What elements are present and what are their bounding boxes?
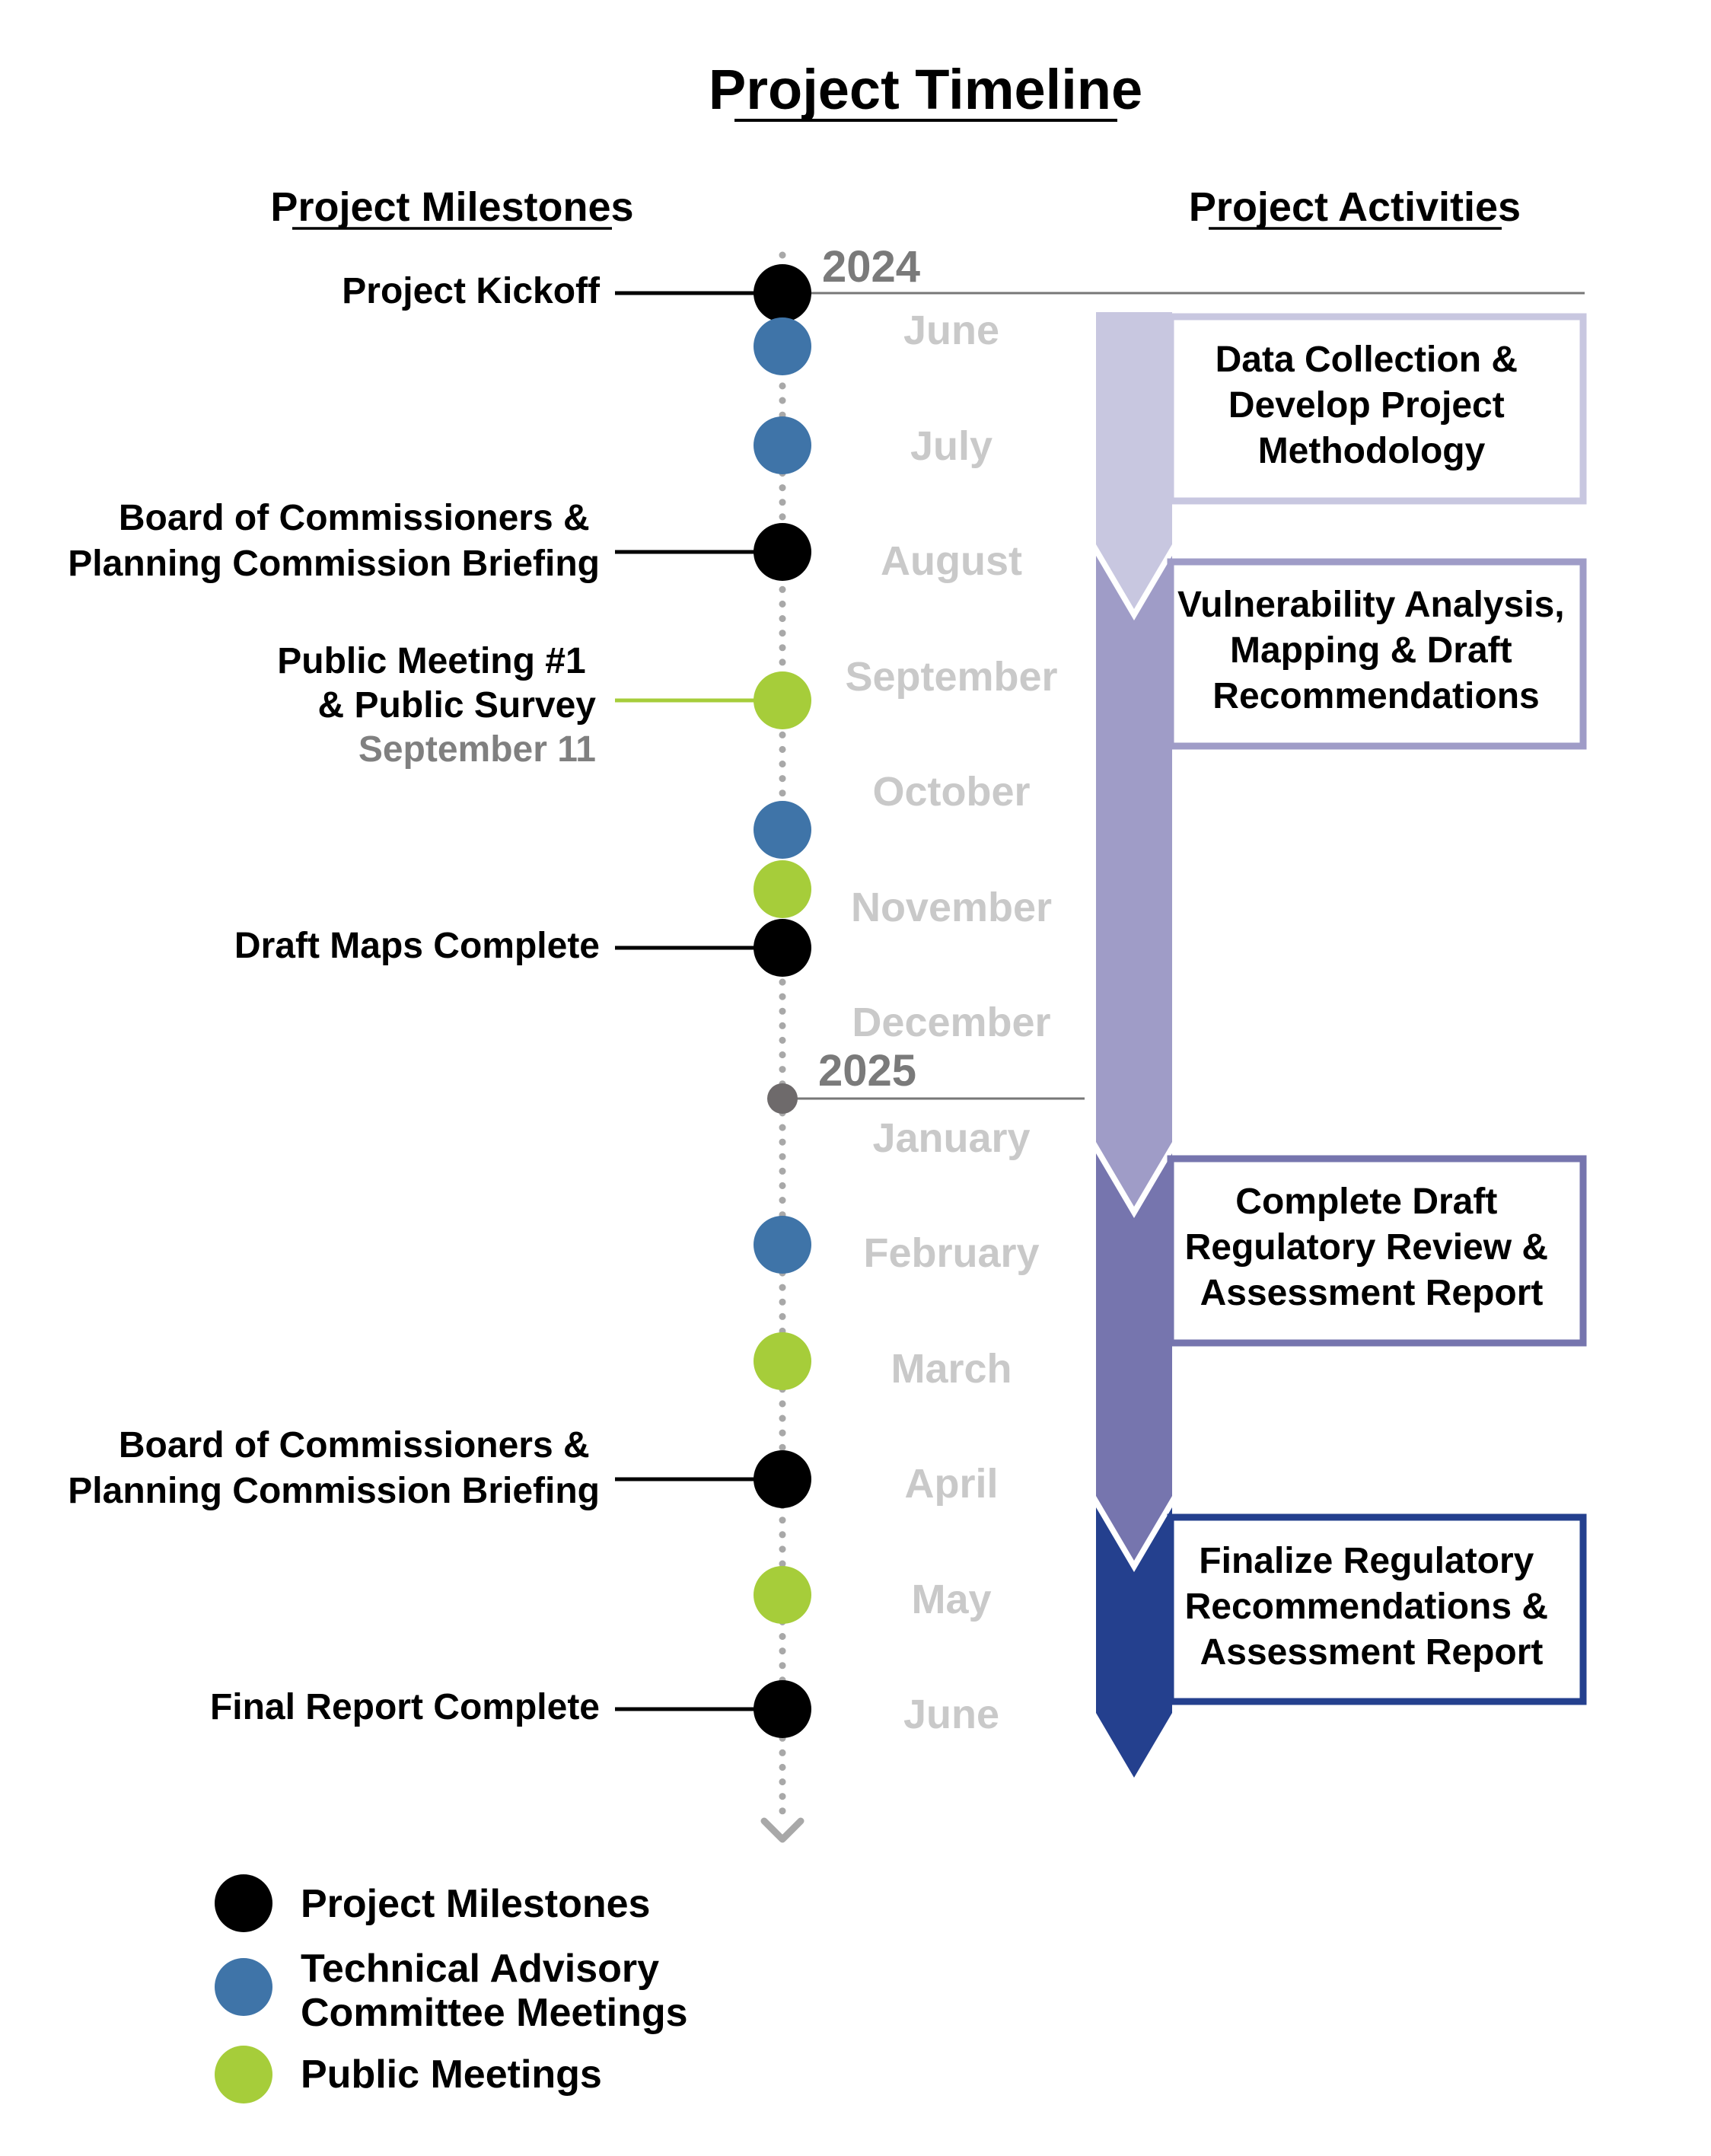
month-label: May <box>911 1577 991 1622</box>
public-meeting-marker <box>754 671 811 729</box>
timeline-events <box>754 264 811 1738</box>
public-meeting-marker <box>754 1566 811 1624</box>
activity-boxes <box>1167 313 1587 1705</box>
activity-box-4 <box>1167 1513 1587 1705</box>
tac-meeting-marker <box>754 1216 811 1274</box>
activity-box-2 <box>1167 558 1587 750</box>
year-label-2025: 2025 <box>818 1046 916 1096</box>
milestone-label-briefing-1: Board of Commissioners & Planning Commis… <box>68 498 600 584</box>
milestone-marker <box>754 1450 811 1508</box>
month-label: August <box>881 538 1022 584</box>
activity-text-3: Complete Draft Regulatory Review & Asses… <box>1185 1182 1559 1313</box>
activity-box-3 <box>1167 1155 1587 1347</box>
legend-label-public: Public Meetings <box>301 2052 602 2097</box>
milestone-marker <box>754 919 811 977</box>
month-label: October <box>872 769 1030 815</box>
month-label: April <box>904 1461 998 1507</box>
milestone-label-final-report: Final Report Complete <box>210 1687 600 1727</box>
month-label: June <box>903 1692 999 1737</box>
month-label: September <box>845 654 1057 700</box>
tac-meeting-marker <box>754 317 811 375</box>
timeline-arrow-icon <box>760 1817 805 1843</box>
month-label: December <box>852 1000 1050 1045</box>
month-labels: JuneJulyAugustSeptemberOctoberNovemberDe… <box>845 308 1057 1737</box>
month-label: November <box>851 885 1052 930</box>
public-meeting-marker <box>754 860 811 918</box>
milestone-label-draft-maps: Draft Maps Complete <box>234 926 600 966</box>
milestone-label-project-kickoff: Project Kickoff <box>342 271 601 311</box>
month-label: January <box>872 1115 1030 1161</box>
activity-text-1: Data Collection & Develop Project Method… <box>1216 340 1528 471</box>
milestone-label-public-meeting-1: Public Meeting #1 & Public Survey <box>277 641 596 726</box>
activity-box-1 <box>1167 313 1587 505</box>
tac-meeting-marker <box>754 416 811 474</box>
legend-public-icon <box>215 2046 272 2103</box>
month-label: June <box>903 308 999 353</box>
legend-milestone-icon <box>215 1874 272 1932</box>
legend-label-milestones: Project Milestones <box>301 1882 650 1926</box>
year-marker <box>767 1083 798 1114</box>
milestone-label-public-meeting-date: September 11 <box>358 729 596 770</box>
phase-1-arrow <box>1096 312 1172 609</box>
legend-label-tac: Technical Advisory Committee Meetings <box>301 1947 688 2035</box>
milestones-header: Project Milestones <box>270 184 633 230</box>
legend: Project Milestones Technical Advisory Co… <box>215 1874 688 2103</box>
milestone-marker <box>754 1680 811 1738</box>
phase-2-arrow <box>1096 556 1172 1207</box>
milestone-marker <box>754 523 811 581</box>
month-label: March <box>891 1346 1012 1392</box>
year-label-2024: 2024 <box>822 242 920 292</box>
public-meeting-marker <box>754 1332 811 1390</box>
milestone-labels: Project Kickoff Board of Commissioners &… <box>68 271 601 1727</box>
tac-meeting-marker <box>754 801 811 859</box>
legend-tac-icon <box>215 1958 272 2016</box>
activity-text-4: Finalize Regulatory Recommendations & As… <box>1185 1541 1559 1673</box>
milestone-label-briefing-2: Board of Commissioners & Planning Commis… <box>68 1425 600 1511</box>
phase-3-arrow <box>1096 1153 1172 1561</box>
month-label: February <box>863 1230 1039 1276</box>
activity-text-2: Vulnerability Analysis, Mapping & Draft … <box>1177 585 1575 716</box>
milestone-marker <box>754 264 811 322</box>
month-label: July <box>910 423 993 469</box>
phase-4-arrow <box>1096 1507 1172 1778</box>
activity-arrows <box>1096 312 1172 1778</box>
activities-header: Project Activities <box>1189 184 1521 230</box>
page-title: Project Timeline <box>709 58 1142 121</box>
